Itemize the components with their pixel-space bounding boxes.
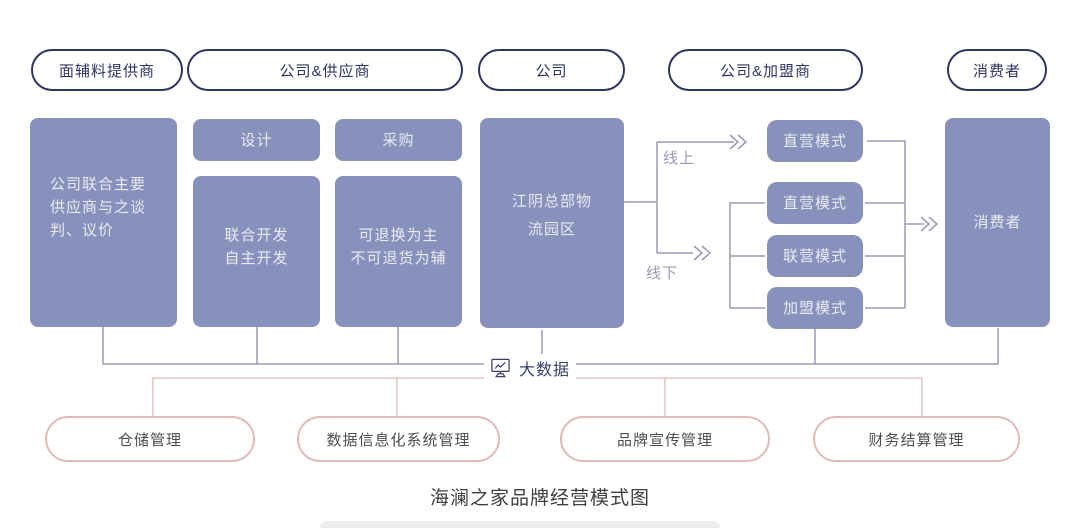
node-development: 联合开发 自主开发 [193, 176, 320, 327]
pill-company: 公司 [478, 49, 625, 91]
node-design: 设计 [193, 119, 320, 161]
diagram-caption: 海澜之家品牌经营模式图 [429, 488, 650, 509]
pill-consumers-label: 消费者 [972, 62, 1021, 80]
node-design-label: 设计 [240, 131, 273, 149]
node-negotiation-line2: 供应商与之谈 [50, 199, 147, 216]
node-joint-mode: 联营模式 [767, 235, 863, 277]
pill-company-and-suppliers: 公司&供应商 [187, 49, 463, 91]
node-logistics-park: 江阴总部物 流园区 [480, 118, 624, 328]
pill-consumers: 消费者 [947, 49, 1047, 91]
pill-financial-settlement-management: 财务结算管理 [813, 416, 1020, 462]
node-development-line1: 联合开发 [224, 226, 289, 244]
node-franchise-mode-label: 加盟模式 [782, 299, 847, 317]
node-direct-mode: 直营模式 [767, 182, 863, 224]
node-procurement: 采购 [335, 119, 462, 161]
node-returns-policy-line1: 可退换为主 [358, 226, 439, 244]
pill-financial-settlement-management-label: 财务结算管理 [868, 431, 965, 449]
node-direct-mode-online: 直营模式 [767, 120, 863, 162]
pill-warehouse-management-label: 仓储管理 [117, 431, 182, 449]
node-franchise-mode: 加盟模式 [767, 287, 863, 329]
monitor-chart-icon [491, 358, 510, 378]
node-consumer-label: 消费者 [973, 214, 1022, 231]
pill-company-and-franchisees: 公司&加盟商 [668, 49, 863, 91]
pill-data-information-system-management: 数据信息化系统管理 [297, 416, 500, 462]
node-returns-policy: 可退换为主 不可退货为辅 [335, 176, 462, 327]
pill-brand-promotion-management-label: 品牌宣传管理 [616, 431, 713, 449]
node-logistics-park-line2: 流园区 [527, 221, 576, 238]
pill-fabric-suppliers: 面辅料提供商 [31, 49, 183, 91]
node-joint-mode-label: 联营模式 [782, 247, 847, 265]
node-negotiation: 公司联合主要 供应商与之谈 判、议价 [30, 118, 177, 327]
node-negotiation-line3: 判、议价 [50, 222, 115, 239]
node-procurement-label: 采购 [382, 131, 415, 149]
node-development-line2: 自主开发 [224, 249, 289, 267]
big-data-label: 大数据 [519, 362, 571, 379]
node-consumer: 消费者 [945, 118, 1050, 327]
pill-company-and-suppliers-label: 公司&供应商 [279, 62, 371, 80]
big-data-hub: 大数据 [484, 354, 577, 382]
pill-warehouse-management: 仓储管理 [45, 416, 255, 462]
pill-company-and-franchisees-label: 公司&加盟商 [719, 62, 811, 80]
pill-data-information-system-management-label: 数据信息化系统管理 [326, 431, 471, 449]
online-channel-label: 线上 [663, 150, 696, 167]
node-direct-mode-online-label: 直营模式 [782, 132, 847, 150]
node-logistics-park-line1: 江阴总部物 [511, 193, 592, 210]
node-negotiation-line1: 公司联合主要 [50, 176, 147, 193]
node-returns-policy-line2: 不可退货为辅 [350, 249, 447, 267]
node-direct-mode-label: 直营模式 [782, 194, 847, 212]
pill-fabric-suppliers-label: 面辅料提供商 [58, 62, 155, 80]
pill-brand-promotion-management: 品牌宣传管理 [560, 416, 770, 462]
pill-company-label: 公司 [535, 62, 568, 80]
bottom-edge-bar [320, 521, 720, 528]
offline-channel-label: 线下 [646, 265, 679, 282]
